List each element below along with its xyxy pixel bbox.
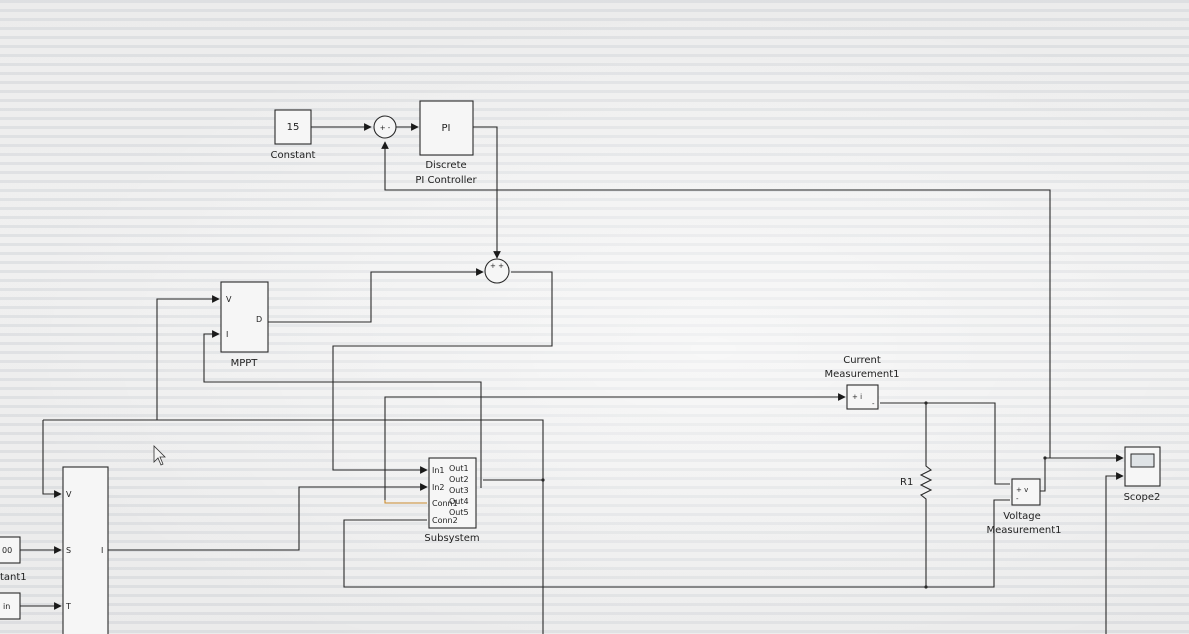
wire-conn-orange[interactable] [384, 500, 427, 504]
current-meas-terminal: + i [852, 393, 862, 401]
left-constant1-caption: tant1 [0, 572, 27, 583]
subsystem-out4: Out4 [449, 497, 469, 506]
pv-port-i: I [101, 546, 103, 555]
wire-bus-top[interactable] [43, 419, 544, 634]
pv-port-v: V [66, 490, 72, 499]
current-meas-caption2: Measurement1 [824, 369, 899, 380]
sum1-signs: + - [380, 124, 391, 132]
wire-vmeas-scope[interactable] [1040, 454, 1124, 492]
mppt-caption: MPPT [231, 358, 259, 369]
wire-current-to-load[interactable] [880, 402, 1010, 485]
voltage-meas-caption2: Measurement1 [986, 525, 1061, 536]
subsystem-out5: Out5 [449, 508, 469, 517]
subsystem-conn2: Conn2 [432, 516, 458, 525]
left-constant1-block[interactable] [0, 536, 21, 564]
current-measurement-block[interactable] [846, 384, 879, 410]
subsystem-block[interactable] [428, 457, 477, 529]
subsystem-caption: Subsystem [424, 533, 479, 544]
mppt-port-v: V [226, 295, 232, 304]
voltage-measurement-block[interactable] [1011, 478, 1041, 506]
pv-port-s: S [66, 546, 71, 555]
voltage-meas-caption1: Voltage [1003, 511, 1041, 522]
mppt-port-i: I [226, 330, 228, 339]
wire-v-mppt[interactable] [156, 295, 220, 420]
pi-controller-block[interactable] [419, 100, 474, 156]
wire-sum2-subsystem-in1[interactable] [332, 271, 553, 474]
wire-pv-i-in2[interactable] [108, 483, 428, 551]
subsystem-in2: In2 [432, 483, 445, 492]
left-constant1-value: 00 [2, 546, 12, 555]
sum2-block[interactable] [484, 258, 510, 284]
wire-scope-in2[interactable] [1105, 472, 1124, 634]
mouse-pointer-icon [153, 445, 166, 466]
wire-mppt-sum2[interactable] [268, 268, 484, 323]
subsystem-out2: Out2 [449, 475, 469, 484]
resistor-symbol[interactable] [919, 460, 933, 504]
resistor-caption: R1 [900, 477, 913, 488]
subsystem-out3: Out3 [449, 486, 469, 495]
constant-caption: Constant [271, 150, 316, 161]
mppt-port-d: D [256, 315, 262, 324]
sum2-signs: + + [490, 262, 504, 270]
pi-caption-line2: PI Controller [415, 175, 477, 186]
sum1-block[interactable] [373, 115, 397, 139]
constant-block[interactable] [274, 109, 312, 145]
pv-array-block[interactable] [62, 466, 109, 634]
pi-caption-line1: Discrete [425, 160, 466, 171]
mppt-block[interactable] [220, 281, 269, 353]
wire-pi-sum2[interactable] [473, 126, 501, 259]
wire-feedback-sum1[interactable] [381, 141, 1051, 458]
subsystem-out1: Out1 [449, 464, 469, 473]
wire-conn2-loop[interactable] [343, 499, 1010, 588]
voltage-meas-terminal: + v [1016, 486, 1028, 494]
constant-value: 15 [287, 122, 300, 133]
left-constant2-block[interactable] [0, 592, 21, 620]
subsystem-in1: In1 [432, 466, 445, 475]
subsystem-conn1: Conn1 [432, 499, 458, 508]
scope-screen [1130, 453, 1155, 468]
left-constant2-value: in [3, 602, 10, 611]
current-meas-caption1: Current [843, 355, 881, 366]
scope-caption: Scope2 [1124, 492, 1161, 503]
current-meas-minus: - [872, 400, 875, 408]
pi-label: PI [442, 123, 451, 134]
wire-to-current-meas[interactable] [384, 393, 846, 500]
pv-port-t: T [65, 602, 71, 611]
voltage-meas-minus: - [1016, 495, 1019, 503]
wire-i-mppt[interactable] [203, 330, 482, 488]
wire-bus-left[interactable] [42, 420, 62, 498]
